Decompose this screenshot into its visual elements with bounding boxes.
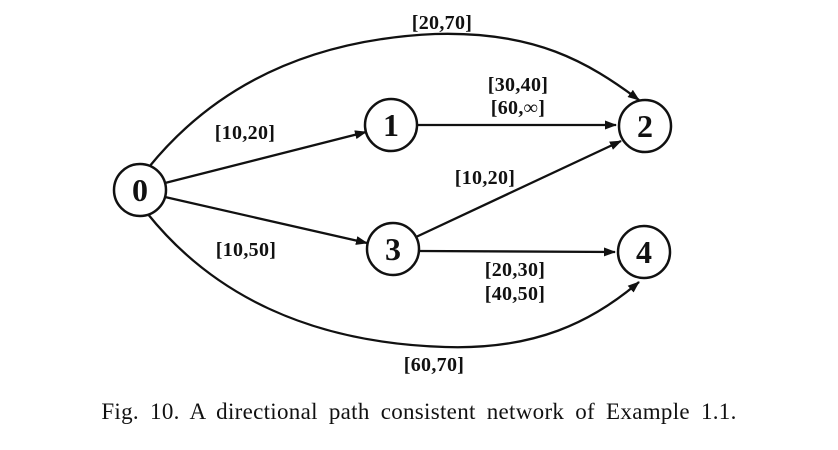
- edge-0-1: [164, 130, 367, 185]
- figure-caption: Fig. 10. A directional path consistent n…: [101, 399, 737, 424]
- node-2-label: 2: [637, 108, 653, 144]
- edge-0-1-label: [10,20]: [215, 122, 275, 144]
- node-1-circle: [363, 97, 419, 153]
- node-3-label: 3: [385, 231, 401, 267]
- edge-0-2-label: [20,70]: [412, 12, 472, 34]
- edge-0-4-label: [60,70]: [404, 354, 464, 376]
- node-3: 3: [365, 221, 421, 277]
- node-3-circle: [365, 221, 421, 277]
- node-0: 0: [112, 162, 168, 218]
- graph-diagram: [20,70] [10,20] [30,40] [60,∞] [10,20] […: [112, 12, 673, 376]
- edge-3-4: [418, 247, 616, 257]
- node-1-label: 1: [383, 107, 399, 143]
- edge-3-4-label-1: [20,30]: [485, 259, 545, 281]
- edge-1-2-label-2: [60,∞]: [491, 97, 545, 119]
- node-0-label: 0: [132, 172, 148, 208]
- node-4: 4: [616, 224, 672, 280]
- node-4-label: 4: [636, 234, 652, 270]
- node-1: 1: [363, 97, 419, 153]
- node-0-circle: [112, 162, 168, 218]
- edge-0-3-label: [10,50]: [216, 239, 276, 261]
- edge-0-3: [164, 195, 368, 245]
- edge-3-2: [415, 139, 622, 239]
- edge-3-4-label-2: [40,50]: [485, 283, 545, 305]
- edge-1-2-label-1: [30,40]: [488, 74, 548, 96]
- node-2: 2: [617, 98, 673, 154]
- edge-3-2-label: [10,20]: [455, 167, 515, 189]
- edge-0-2: [148, 32, 640, 168]
- node-2-circle: [617, 98, 673, 154]
- edge-0-4: [146, 212, 640, 349]
- node-4-circle: [616, 224, 672, 280]
